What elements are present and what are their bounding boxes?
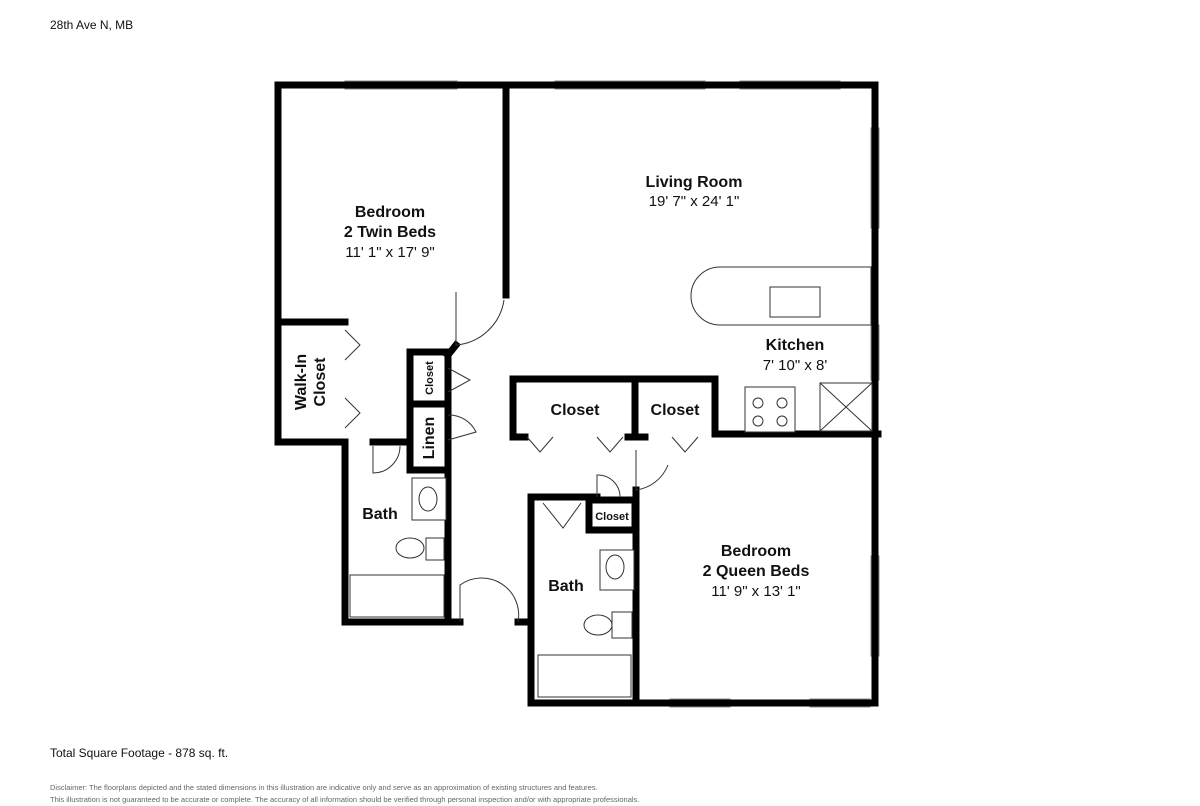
bedroom-twin-beds: 2 Twin Beds (344, 224, 436, 241)
bedroom-queen-dims: 11' 9" x 13' 1" (711, 583, 801, 600)
door-bedroom-queen (635, 450, 669, 491)
bedroom-twin-dims: 11' 1" x 17' 9" (345, 244, 435, 261)
disclaimer-line-1: Disclaimer: The floorplans depicted and … (50, 783, 598, 792)
bath-1-label: Bath (362, 506, 398, 523)
kitchen-fixtures (690, 266, 873, 433)
property-address: 28th Ave N, MB (50, 18, 134, 32)
bath-1-sink (418, 486, 438, 512)
doors (344, 292, 699, 623)
bedroom-queen-beds: 2 Queen Beds (703, 563, 810, 580)
kitchen-label: Kitchen (766, 337, 825, 354)
bath-fixtures (349, 477, 635, 698)
bath-1-tub (349, 574, 445, 618)
closet-a-label: Closet (551, 402, 601, 419)
door-bath-2-inner (542, 502, 582, 529)
door-closet-a-right (596, 436, 624, 453)
closet-b-label: Closet (651, 402, 701, 419)
door-closet-b (671, 436, 699, 453)
living-room-dims: 19' 7" x 24' 1" (649, 193, 740, 210)
walkin-closet-line2: Closet (312, 357, 329, 407)
bath-1-toilet (395, 537, 425, 559)
door-linen (447, 414, 477, 441)
disclaimer-line-2: This illustration is not guaranteed to b… (50, 795, 640, 804)
walls (274, 81, 882, 707)
linen-label: Linen (421, 417, 438, 460)
closet-small-1-label: Closet (424, 361, 436, 395)
door-bath-1-fixture (372, 445, 401, 474)
living-room-label: Living Room (646, 174, 743, 191)
closet-small-2-label: Closet (595, 511, 629, 523)
door-bedroom-twin (455, 292, 505, 346)
bedroom-queen-label: Bedroom (721, 543, 791, 560)
door-bath-1 (459, 577, 520, 623)
bath-2-sink (605, 554, 625, 580)
kitchen-sink (769, 286, 821, 318)
bedroom-twin-label: Bedroom (355, 204, 425, 221)
door-closet-small (447, 367, 472, 393)
bath-2-label: Bath (548, 578, 584, 595)
total-square-footage: Total Square Footage - 878 sq. ft. (50, 746, 229, 760)
kitchen-stove (744, 386, 796, 433)
door-walkin-top (344, 329, 361, 361)
disclaimer: Disclaimer: The floorplans depicted and … (50, 782, 1150, 806)
door-bath-2 (596, 474, 621, 498)
bath-2-toilet (583, 614, 613, 636)
bath-2-tub (537, 654, 632, 698)
kitchen-dims: 7' 10" x 8' (763, 357, 828, 374)
door-closet-a-left (526, 436, 554, 453)
walkin-closet-label: Walk-In Closet (293, 354, 329, 410)
door-walkin-bottom (344, 397, 361, 429)
walkin-closet-line1: Walk-In (293, 354, 310, 410)
